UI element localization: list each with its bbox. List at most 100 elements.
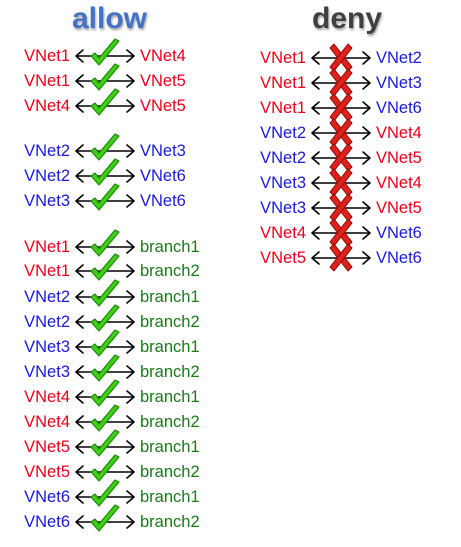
destination-network-label: VNet6 (140, 191, 186, 210)
deny-title: deny (312, 2, 383, 35)
allowed-connector (73, 253, 137, 283)
denied-connector (309, 218, 373, 247)
allowed-connector (73, 279, 137, 309)
destination-network-label: branch1 (140, 437, 200, 456)
check-icon (90, 133, 120, 161)
allowed-connector (73, 38, 137, 68)
source-network-label: VNet6 (24, 487, 70, 506)
deny-connection-row: VNet2 VNet4 (248, 118, 436, 147)
check-icon (90, 183, 120, 211)
allow-connection-row: VNet1 branch2 (12, 253, 220, 283)
allowed-connector (73, 429, 137, 459)
source-network-label: VNet2 (260, 148, 306, 167)
source-network-label: VNet5 (260, 248, 306, 267)
allowed-connector (73, 404, 137, 434)
deny-connection-row: VNet3 VNet4 (248, 168, 436, 197)
destination-network-label: branch2 (140, 362, 200, 381)
source-network-label: VNet3 (24, 362, 70, 381)
denied-connector (309, 68, 373, 97)
allowed-connector (73, 63, 137, 93)
deny-connection-row: VNet2 VNet5 (248, 143, 436, 172)
allow-connection-row: VNet3 branch2 (12, 354, 220, 384)
allowed-connector (73, 229, 137, 259)
destination-network-label: branch1 (140, 237, 200, 256)
allowed-connector (73, 454, 137, 484)
check-icon (90, 38, 120, 66)
check-icon (90, 379, 120, 407)
source-network-label: VNet5 (24, 462, 70, 481)
source-network-label: VNet1 (260, 98, 306, 117)
allowed-connector (73, 329, 137, 359)
destination-network-label: branch2 (140, 312, 200, 331)
destination-network-label: VNet4 (376, 173, 422, 192)
allow-title: allow (72, 2, 148, 35)
destination-network-label: VNet5 (140, 71, 186, 90)
destination-network-label: VNet5 (376, 148, 422, 167)
check-icon (90, 158, 120, 186)
check-icon (90, 304, 120, 332)
allowed-connector (73, 379, 137, 409)
destination-network-label: branch2 (140, 512, 200, 531)
destination-network-label: VNet3 (376, 73, 422, 92)
allowed-connector (73, 133, 137, 163)
destination-network-label: VNet6 (376, 98, 422, 117)
check-icon (90, 354, 120, 382)
check-icon (90, 253, 120, 281)
source-network-label: VNet1 (24, 46, 70, 65)
cross-icon (329, 193, 353, 222)
destination-network-label: branch1 (140, 337, 200, 356)
source-network-label: VNet1 (24, 237, 70, 256)
denied-connector (309, 168, 373, 197)
allow-connection-row: VNet5 branch2 (12, 454, 220, 484)
check-icon (90, 279, 120, 307)
source-network-label: VNet2 (24, 287, 70, 306)
deny-connection-row: VNet3 VNet5 (248, 193, 436, 222)
allowed-connector (73, 158, 137, 188)
denied-connector (309, 43, 373, 72)
check-icon (90, 454, 120, 482)
denied-connector (309, 93, 373, 122)
destination-network-label: VNet6 (376, 223, 422, 242)
allow-connection-row: VNet2 branch2 (12, 304, 220, 334)
check-icon (90, 479, 120, 507)
deny-connection-row: VNet5 VNet6 (248, 243, 436, 272)
destination-network-label: VNet6 (376, 248, 422, 267)
destination-network-label: VNet5 (376, 198, 422, 217)
denied-connector (309, 143, 373, 172)
destination-network-label: VNet6 (140, 166, 186, 185)
source-network-label: VNet3 (24, 337, 70, 356)
destination-network-label: branch2 (140, 261, 200, 280)
source-network-label: VNet3 (260, 173, 306, 192)
allowed-connector (73, 88, 137, 118)
source-network-label: VNet4 (24, 96, 70, 115)
source-network-label: VNet3 (260, 198, 306, 217)
source-network-label: VNet5 (24, 437, 70, 456)
check-icon (90, 329, 120, 357)
source-network-label: VNet2 (24, 312, 70, 331)
source-network-label: VNet2 (24, 141, 70, 160)
source-network-label: VNet6 (24, 512, 70, 531)
source-network-label: VNet4 (24, 387, 70, 406)
allow-connection-row: VNet2 VNet6 (12, 158, 220, 188)
source-network-label: VNet4 (24, 412, 70, 431)
source-network-label: VNet2 (24, 166, 70, 185)
destination-network-label: VNet4 (376, 123, 422, 142)
destination-network-label: branch2 (140, 412, 200, 431)
allowed-connector (73, 304, 137, 334)
source-network-label: VNet1 (24, 261, 70, 280)
destination-network-label: branch1 (140, 287, 200, 306)
allowed-connector (73, 354, 137, 384)
allow-connection-row: VNet6 branch2 (12, 504, 220, 533)
destination-network-label: branch2 (140, 462, 200, 481)
allowed-connector (73, 479, 137, 509)
source-network-label: VNet2 (260, 123, 306, 142)
allow-connection-row: VNet1 VNet5 (12, 63, 220, 93)
allow-connection-row: VNet3 branch1 (12, 329, 220, 359)
allowed-connector (73, 183, 137, 213)
source-network-label: VNet1 (24, 71, 70, 90)
